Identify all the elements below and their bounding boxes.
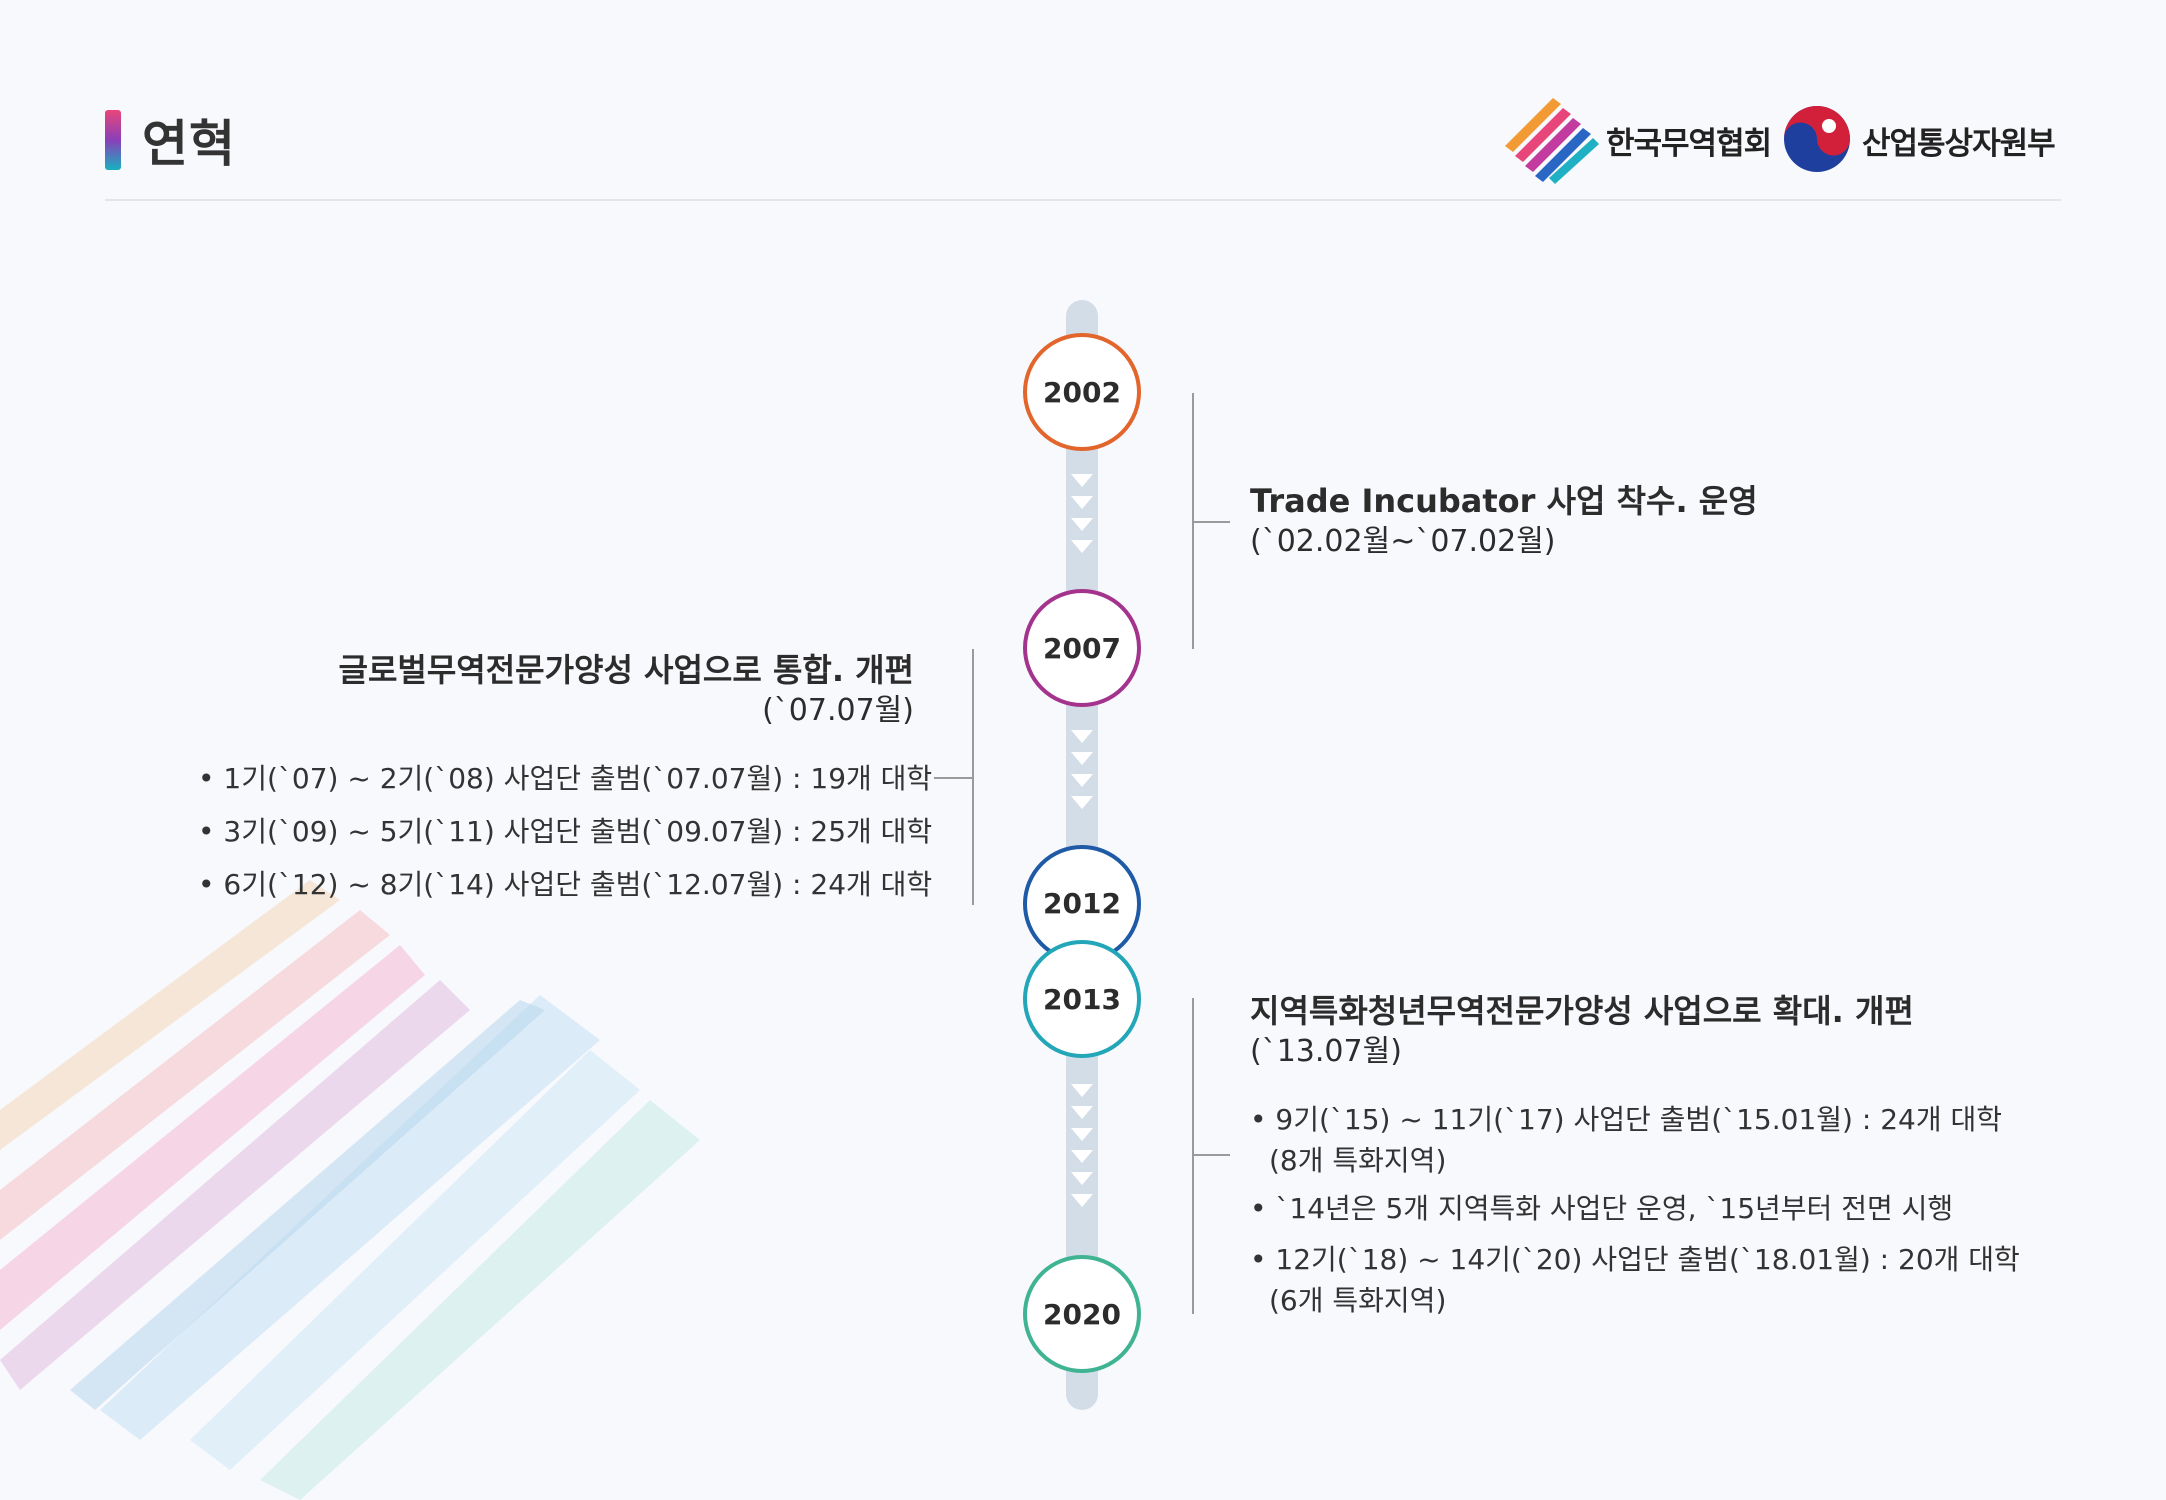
- event-heading: Trade Incubator 사업 착수. 운영: [1250, 482, 1758, 520]
- header-divider: [105, 199, 2061, 201]
- motie-logo-text: 산업통상자원부: [1862, 126, 2056, 162]
- event-period: (`07.07월): [762, 693, 914, 728]
- event-bullet: • 1기(`07) ~ 2기(`08) 사업단 출범(`07.07월) : 19…: [198, 762, 933, 795]
- kita-logo-icon: [1505, 98, 1599, 184]
- event-bullet: • 12기(`18) ~ 14기(`20) 사업단 출범(`18.01월) : …: [1250, 1243, 2020, 1276]
- event-bullet: • 6기(`12) ~ 8기(`14) 사업단 출범(`12.07월) : 24…: [198, 868, 933, 901]
- title-accent-bar: [105, 110, 121, 170]
- event-connector: [934, 777, 972, 779]
- event-bullet-continued: (8개 특화지역): [1269, 1144, 1447, 1177]
- timeline-arrows: [1064, 1084, 1100, 1216]
- event-bullet: • `14년은 5개 지역특화 사업단 운영, `15년부터 전면 시행: [1250, 1192, 1954, 1225]
- year-2007: 2007: [1023, 589, 1141, 707]
- year-2013: 2013: [1023, 940, 1141, 1058]
- event-bullet: • 3기(`09) ~ 5기(`11) 사업단 출범(`09.07월) : 25…: [198, 815, 933, 848]
- event-bracket: [972, 649, 974, 905]
- timeline-arrows: [1064, 730, 1100, 818]
- taegeuk-logo-icon: [1784, 106, 1850, 172]
- event-bracket: [1192, 998, 1194, 1314]
- year-2002: 2002: [1023, 333, 1141, 451]
- event-bullet-continued: (6개 특화지역): [1269, 1284, 1447, 1317]
- event-connector: [1192, 1154, 1230, 1156]
- event-heading: 글로벌무역전문가양성 사업으로 통합. 개편: [338, 651, 915, 689]
- event-heading: 지역특화청년무역전문가양성 사업으로 확대. 개편: [1250, 992, 1914, 1030]
- year-2020: 2020: [1023, 1255, 1141, 1373]
- page-title: 연혁: [142, 115, 236, 173]
- kita-logo-text: 한국무역협회: [1606, 126, 1772, 162]
- event-period: (`13.07월): [1250, 1034, 1402, 1069]
- event-connector: [1192, 521, 1230, 523]
- event-bullet: • 9기(`15) ~ 11기(`17) 사업단 출범(`15.01월) : 2…: [1250, 1103, 2003, 1136]
- event-period: (`02.02월~`07.02월): [1250, 524, 1556, 559]
- timeline-arrows: [1064, 474, 1100, 562]
